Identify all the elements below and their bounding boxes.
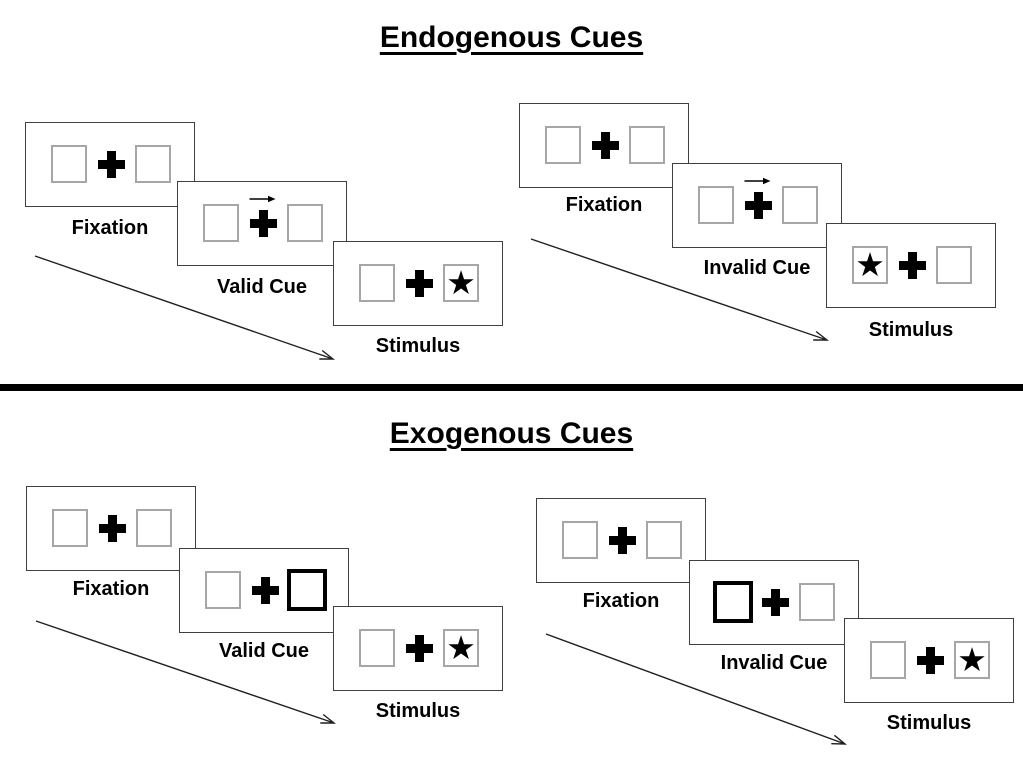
- fixation-panel: [519, 103, 689, 188]
- fixation-cross-icon: [406, 635, 433, 662]
- panel-label: Valid Cue: [216, 276, 308, 298]
- star-icon: ★: [957, 639, 987, 679]
- arrow-cue-icon: [249, 195, 276, 203]
- cue-panel: [179, 548, 349, 633]
- arrow-cue-icon: [744, 177, 771, 185]
- right-box: [646, 521, 682, 559]
- fixation-cross-icon: [917, 647, 944, 674]
- fixation-cross-icon: [99, 515, 126, 542]
- panel-label: Fixation: [565, 194, 643, 216]
- endogenous-section-title: Endogenous Cues: [379, 21, 644, 54]
- left-box: [698, 186, 734, 224]
- panel-label: Stimulus: [868, 319, 954, 341]
- thick-cue-box: [287, 569, 327, 611]
- right-box: [135, 145, 171, 183]
- panel-label: Valid Cue: [218, 640, 310, 662]
- panel-label: Fixation: [72, 578, 150, 600]
- left-box: [205, 571, 241, 609]
- right-box: [782, 186, 818, 224]
- left-box: [203, 204, 239, 242]
- time-arrow: [35, 620, 337, 724]
- left-box: ★: [852, 246, 888, 284]
- right-box: [799, 583, 835, 621]
- left-box: [359, 629, 395, 667]
- panel-label: Invalid Cue: [720, 652, 828, 674]
- time-arrow: [34, 255, 336, 360]
- left-box: [359, 264, 395, 302]
- fixation-cross-icon: [745, 192, 772, 219]
- star-icon: ★: [446, 627, 476, 667]
- fixation-panel: [25, 122, 195, 207]
- panel-label: Fixation: [582, 590, 660, 612]
- cue-panel: [689, 560, 859, 645]
- left-box: [870, 641, 906, 679]
- fixation-cross-icon: [609, 527, 636, 554]
- fixation-cross-icon: [899, 252, 926, 279]
- left-box: [52, 509, 88, 547]
- fixation-cross-icon: [250, 210, 277, 237]
- stimulus-panel: ★: [333, 241, 503, 326]
- left-box: [562, 521, 598, 559]
- panel-label: Stimulus: [375, 335, 461, 357]
- thick-cue-box: [713, 581, 753, 623]
- stimulus-panel: ★: [826, 223, 996, 308]
- star-icon: ★: [446, 262, 476, 302]
- left-box: [51, 145, 87, 183]
- fixation-cross-icon: [98, 151, 125, 178]
- right-box: [629, 126, 665, 164]
- fixation-cross-icon: [252, 577, 279, 604]
- fixation-cross-icon: [406, 270, 433, 297]
- star-icon: ★: [855, 244, 885, 284]
- right-box: [936, 246, 972, 284]
- panel-label: Fixation: [71, 217, 149, 239]
- fixation-cross-icon: [592, 132, 619, 159]
- cue-panel: [672, 163, 842, 248]
- right-box: [136, 509, 172, 547]
- right-box: [287, 204, 323, 242]
- fixation-cross-icon: [762, 589, 789, 616]
- panel-label: Stimulus: [375, 700, 461, 722]
- cue-panel: [177, 181, 347, 266]
- time-arrow: [545, 633, 848, 745]
- right-box: ★: [443, 264, 479, 302]
- left-box: [545, 126, 581, 164]
- right-box: ★: [954, 641, 990, 679]
- panel-label: Invalid Cue: [703, 257, 811, 279]
- stimulus-panel: ★: [333, 606, 503, 691]
- fixation-panel: [536, 498, 706, 583]
- right-box: ★: [443, 629, 479, 667]
- exogenous-section-title: Exogenous Cues: [389, 417, 634, 450]
- fixation-panel: [26, 486, 196, 571]
- stimulus-panel: ★: [844, 618, 1014, 703]
- time-arrow: [530, 238, 830, 341]
- panel-label: Stimulus: [886, 712, 972, 734]
- section-divider: [0, 384, 1023, 391]
